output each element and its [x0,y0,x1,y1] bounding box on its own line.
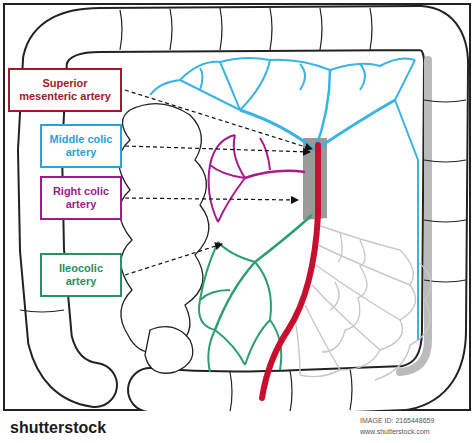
footer-strip [0,411,474,443]
image-frame [4,4,470,410]
superior-mesenteric-artery [262,145,318,398]
artery-label-box: Middle colic artery [40,124,122,168]
artery-label-box: Superior mesenteric artery [8,68,122,112]
artery-name: Superior mesenteric artery [13,77,117,103]
ileocolic-branches [199,215,312,372]
artery-label-box: Right colic artery [40,176,122,220]
right-colic-branches [209,135,305,222]
artery-name: Ileocolic artery [45,262,117,288]
artery-name: Middle colic artery [45,133,117,159]
watermark-logo: shutterstock [10,419,106,437]
leader-arrows [125,90,312,275]
artery-label-box: Ileocolic artery [40,253,122,297]
small-intestine [119,104,209,374]
image-id: IMAGE ID: 2165448659 [360,417,434,424]
watermark-url: www.shutterstock.com [360,428,430,435]
artery-name: Right colic artery [45,185,117,211]
